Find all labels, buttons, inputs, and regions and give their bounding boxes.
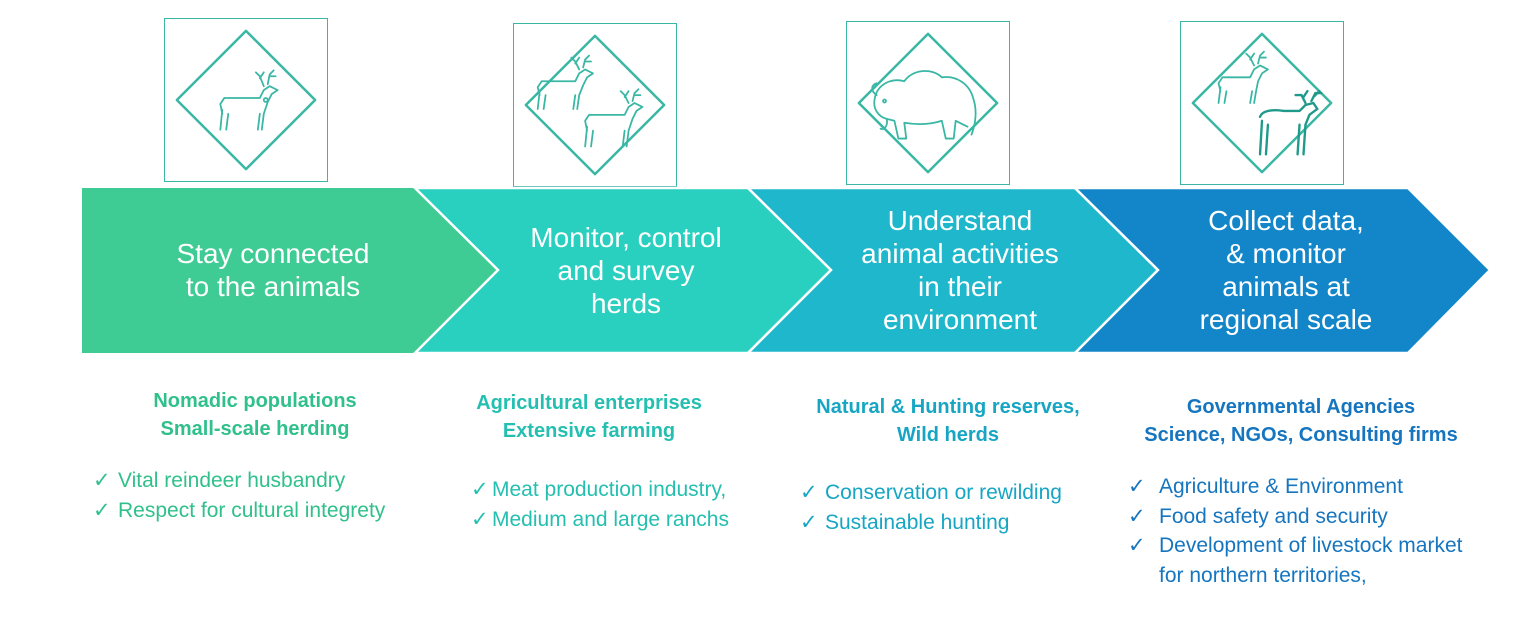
stage-3-icon-box (846, 21, 1010, 185)
stage-2-label: Monitor, control and survey herds (530, 221, 722, 319)
stage-1-label: Stay connected to the animals (176, 238, 370, 302)
stage-1-chevron (82, 188, 498, 353)
reindeer-moose-icon (1191, 32, 1333, 174)
benefit-text: Development of livestock market for nort… (1159, 534, 1463, 587)
reindeer-icon (175, 29, 317, 171)
benefit-text: Vital reindeer husbandry (118, 469, 346, 492)
check-icon: ✓ (93, 469, 111, 492)
check-icon: ✓ (1128, 504, 1146, 528)
check-icon: ✓ (800, 510, 818, 534)
benefit-text: Sustainable hunting (825, 510, 1010, 534)
stage-4-label: Collect data, & monitor animals at regio… (1199, 205, 1373, 335)
benefit-item: ✓Meat production industry, (471, 475, 729, 505)
benefit-item: ✓ Agriculture & Environment (1128, 472, 1462, 502)
check-icon: ✓ (1128, 475, 1146, 498)
stage-2-benefits: ✓Meat production industry, ✓Medium and l… (471, 475, 729, 534)
stage-1-icon-box (164, 18, 328, 182)
bison-icon (857, 32, 999, 174)
benefit-text: Agriculture & Environment (1159, 475, 1403, 498)
benefit-text: Respect for cultural integrety (118, 498, 386, 522)
stage-1-benefits: ✓ Vital reindeer husbandry ✓ Respect for c… (93, 466, 385, 525)
benefit-item: ✓ Vital reindeer husbandry (93, 466, 385, 496)
stage-2-icon-box (513, 23, 677, 187)
check-icon: ✓ (471, 478, 489, 501)
benefit-item: ✓ Food safety and security (1128, 502, 1462, 532)
stage-4-audience: Governmental Agencies Science, NGOs, Con… (1144, 396, 1458, 446)
check-icon: ✓ (471, 507, 489, 531)
benefit-item: ✓ Respect for cultural integrety (93, 496, 385, 526)
benefit-text: Food safety and security (1159, 504, 1388, 528)
stage-2-audience: Agricultural enterprises Extensive farmi… (476, 392, 702, 442)
benefit-text: Meat production industry, (492, 478, 727, 501)
check-icon: ✓ (800, 481, 818, 504)
check-icon: ✓ (1128, 534, 1146, 557)
stage-4-icon-box (1180, 21, 1344, 185)
check-icon: ✓ (93, 498, 111, 522)
stage-1-audience: Nomadic populations Small-scale herding (153, 390, 357, 440)
stage-3-label: Understand animal activities in their en… (861, 205, 1059, 335)
benefit-item: ✓ Sustainable hunting (800, 508, 1062, 538)
stage-3-benefits: ✓ Conservation or rewilding ✓ Sustainable … (800, 478, 1062, 537)
benefit-text: Medium and large ranchs (492, 507, 729, 531)
stage-4-chevron (1071, 186, 1492, 355)
stage-4-benefits: ✓ Agriculture & Environment ✓ Food safety … (1128, 472, 1462, 590)
benefit-item: ✓Medium and large ranchs (471, 505, 729, 535)
reindeer-herd-icon (524, 34, 666, 176)
stage-3-audience: Natural & Hunting reserves, Wild herds (816, 396, 1080, 446)
benefit-item: ✓ Development of livestock market for nor… (1128, 531, 1462, 590)
benefit-text: Conservation or rewilding (825, 481, 1062, 504)
benefit-item: ✓ Conservation or rewilding (800, 478, 1062, 508)
